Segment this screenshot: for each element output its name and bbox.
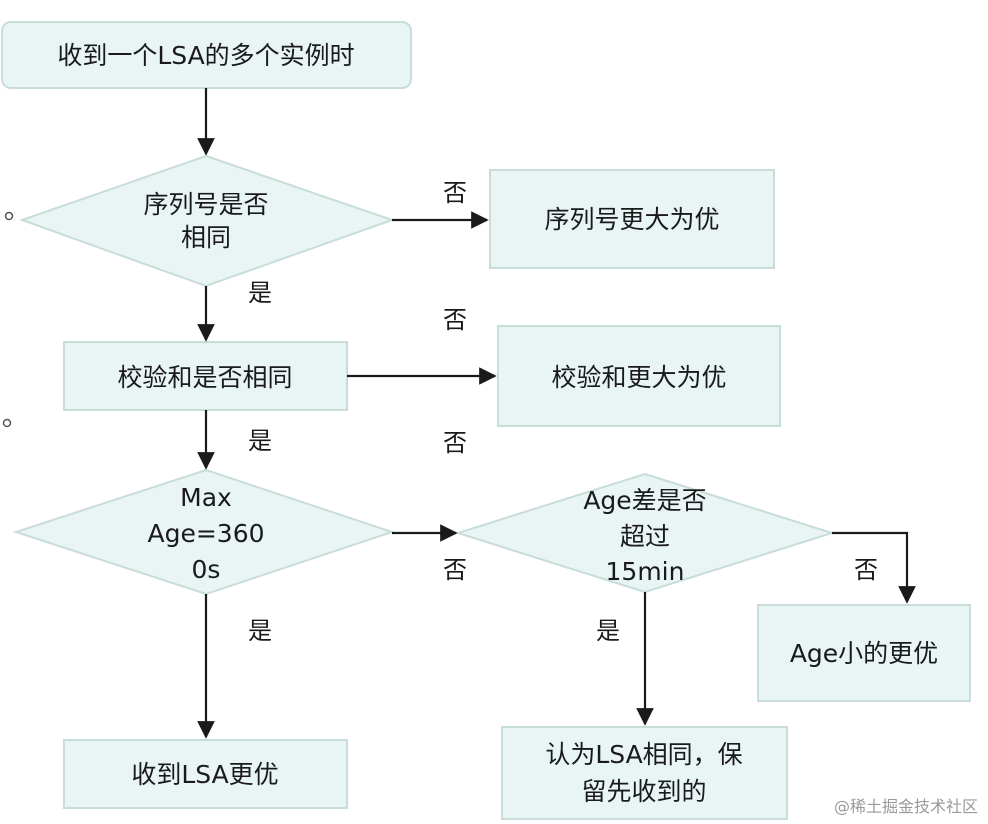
node-checksum-check-label: 校验和是否相同 <box>117 363 292 392</box>
decision-sequence-label-line1: 序列号是否 <box>143 190 268 219</box>
node-start: 收到一个LSA的多个实例时 <box>1 21 412 89</box>
node-start-label: 收到一个LSA的多个实例时 <box>57 41 354 70</box>
decision-maxage: Max Age=360 0s <box>12 468 396 596</box>
node-checksum-larger-label: 校验和更大为优 <box>551 363 726 392</box>
margin-dot <box>4 211 14 221</box>
node-keep-first: 认为LSA相同，保 留先收到的 <box>501 726 788 820</box>
decision-sequence-label-line2: 相同 <box>181 223 231 252</box>
edge-age-no <box>832 531 916 604</box>
decision-age-label-line2: 超过 <box>620 522 670 551</box>
label-no-sequence: 否 <box>443 179 467 207</box>
node-keep-first-label-line1: 认为LSA相同，保 <box>545 740 742 769</box>
watermark: @稀土掘金技术社区 <box>834 797 978 816</box>
node-received-better: 收到LSA更优 <box>63 739 348 809</box>
decision-maxage-label-line3: 0s <box>192 555 221 584</box>
node-sequence-larger-label: 序列号更大为优 <box>544 205 719 234</box>
label-yes-maxage: 是 <box>248 617 272 645</box>
label-yes-checksum: 是 <box>248 427 272 455</box>
node-age-smaller-label: Age小的更优 <box>790 639 938 668</box>
label-yes-sequence: 是 <box>248 279 272 307</box>
label-yes-age: 是 <box>596 617 620 645</box>
decision-age-difference: Age差是否 超过 15min <box>454 472 836 594</box>
label-no-maxage: 否 <box>443 556 467 584</box>
node-checksum-check: 校验和是否相同 <box>63 341 348 411</box>
node-checksum-larger: 校验和更大为优 <box>497 325 781 427</box>
decision-age-label-line3: 15min <box>606 557 685 586</box>
decision-sequence-same: 序列号是否 相同 <box>18 154 396 288</box>
node-age-smaller: Age小的更优 <box>757 604 971 702</box>
decision-maxage-label-line1: Max <box>180 483 232 512</box>
node-keep-first-label-line2: 留先收到的 <box>581 777 706 806</box>
label-no-checksum: 否 <box>443 306 467 334</box>
decision-age-label-line1: Age差是否 <box>583 486 706 515</box>
label-no-age: 否 <box>854 556 878 584</box>
node-received-better-label: 收到LSA更优 <box>131 760 278 789</box>
decision-maxage-label-line2: Age=360 <box>147 519 264 548</box>
node-sequence-larger: 序列号更大为优 <box>489 169 775 269</box>
margin-dot <box>2 418 12 428</box>
label-no-middle: 否 <box>443 429 467 457</box>
